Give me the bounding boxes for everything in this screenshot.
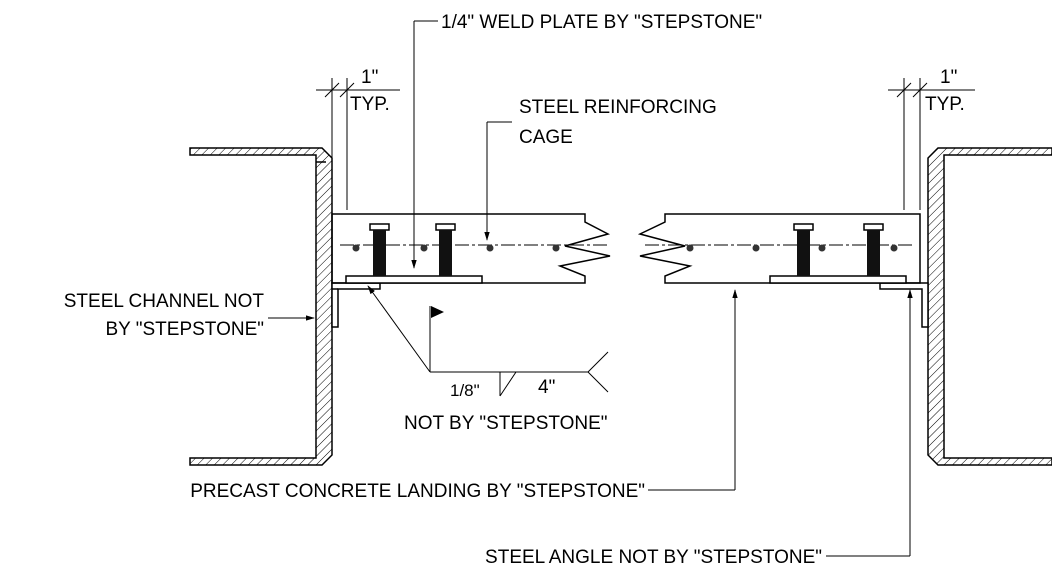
steel-angle-label: STEEL ANGLE NOT BY "STEPSTONE" [485,547,822,568]
weld-length-label: 4" [538,377,555,398]
weld-plate-leader [411,20,438,269]
reinforcing-cage-leader [484,121,512,241]
left-studs [369,223,456,276]
right-steel-angle [879,282,929,328]
left-precast-landing [331,213,611,284]
right-precast-landing [637,213,921,284]
left-steel-angle [331,282,381,328]
reinforcing-cage-label-line1: STEEL REINFORCING [519,97,717,118]
precast-landing-label: PRECAST CONCRETE LANDING BY "STEPSTONE" [190,481,645,502]
left-dim-value: 1" [361,67,378,88]
weld-size-label: 1/8" [450,381,480,400]
steel-channel-label-line1: STEEL CHANNEL NOT [64,291,265,312]
left-dimension [316,78,400,210]
weld-symbol [367,285,609,397]
right-steel-channel [927,147,1052,466]
steel-channel-label-line2: BY "STEPSTONE" [105,319,264,340]
right-studs [793,223,884,276]
right-weld-plate [769,275,907,284]
right-dimension [888,78,975,210]
left-dim-typ: TYP. [350,94,390,115]
left-steel-channel [189,147,333,466]
left-weld-plate [345,275,483,284]
rebar-dots [352,244,898,252]
reinforcing-cage-label-line2: CAGE [519,127,573,148]
weld-note-label: NOT BY "STEPSTONE" [404,413,608,434]
weld-plate-label: 1/4" WELD PLATE BY "STEPSTONE" [441,12,762,33]
steel-angle-leader [826,289,913,557]
precast-landing-leader [648,289,738,491]
right-dim-typ: TYP. [925,94,965,115]
right-dim-value: 1" [940,67,957,88]
